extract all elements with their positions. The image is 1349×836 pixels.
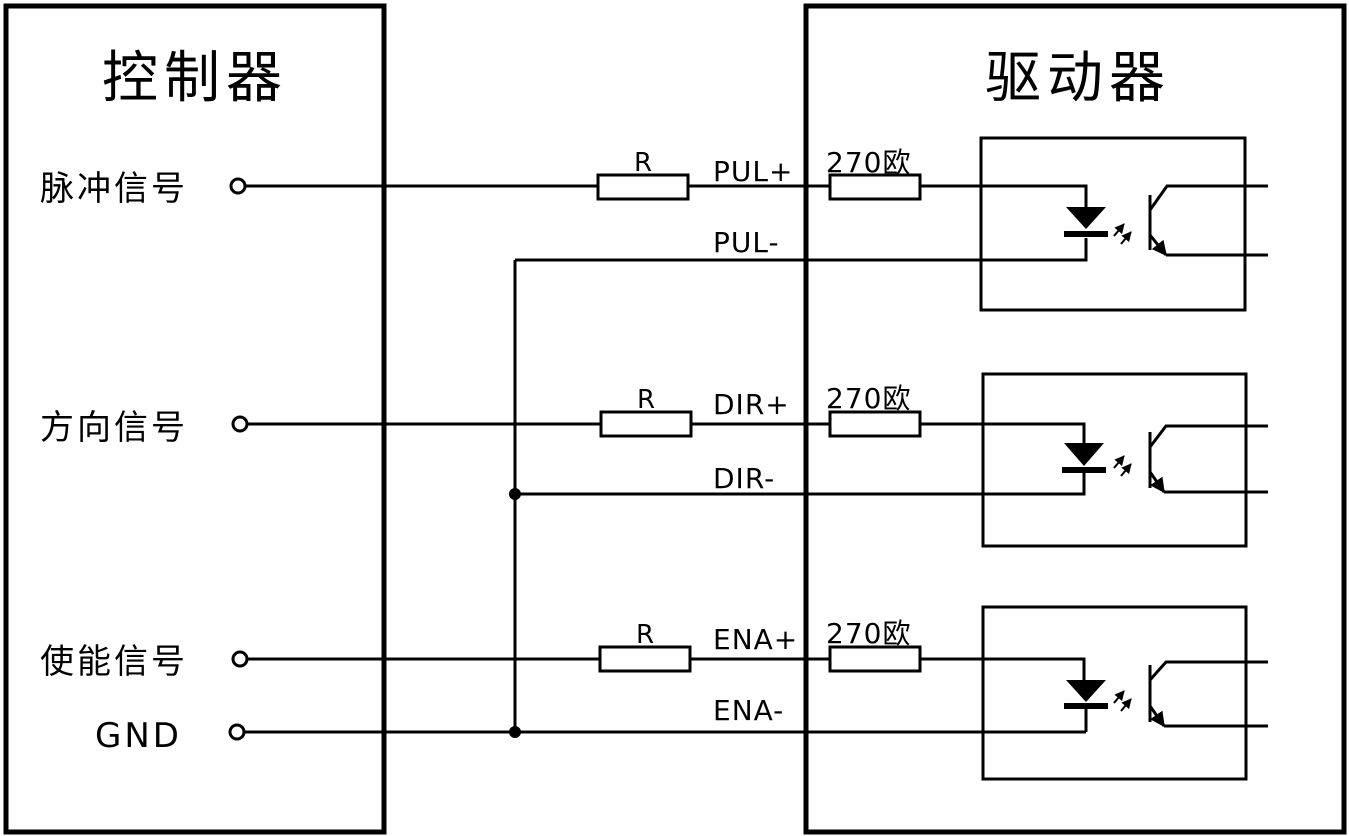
led-diode-icon [1066,207,1106,229]
signal-label-gnd: GND [95,716,182,756]
signal-wires [245,184,1088,680]
signal-label-pulse: 脉冲信号 [40,169,188,209]
junction-dot [509,488,521,500]
resistor-270-label: 270欧 [826,382,911,415]
junction-dot [509,726,521,738]
resistor-r-label: R [634,148,652,178]
terminal-gnd [228,723,246,741]
pin-label-ena-minus: ENA- [713,694,784,727]
resistor-270-label: 270欧 [826,146,911,179]
terminal-enable [231,650,249,668]
optocoupler-dir [981,372,1268,548]
light-rays-icon [1113,455,1132,477]
phototransistor-icon [1148,660,1268,728]
pin-label-ena-plus: ENA+ [713,623,798,656]
led-diode-icon [1064,443,1104,466]
light-rays-icon [1113,223,1132,245]
led-diode-icon [1066,680,1106,702]
resistors-270 [828,173,922,673]
pin-label-dir-plus: DIR+ [713,388,790,421]
controller-box [3,3,387,835]
resistor-r-label: R [636,620,654,650]
driver-box [803,3,1347,835]
driver-title: 驱动器 [985,46,1171,111]
resistor-270-label: 270欧 [826,617,911,650]
resistor-r-label: R [637,385,655,415]
terminal-pulse [229,177,247,195]
phototransistor-icon [1148,184,1268,257]
phototransistor-icon [1148,424,1268,494]
terminal-direction [231,415,249,433]
resistors-r [596,173,693,673]
signal-label-enable: 使能信号 [40,642,188,682]
optocoupler-ena [981,605,1268,781]
pin-label-pul-plus: PUL+ [713,155,793,188]
pin-label-dir-minus: DIR- [713,462,775,495]
controller-title: 控制器 [102,46,288,111]
signal-label-direction: 方向信号 [40,408,188,448]
optocoupler-pul [979,136,1268,312]
light-rays-icon [1113,690,1132,712]
pin-label-pul-minus: PUL- [713,226,780,259]
